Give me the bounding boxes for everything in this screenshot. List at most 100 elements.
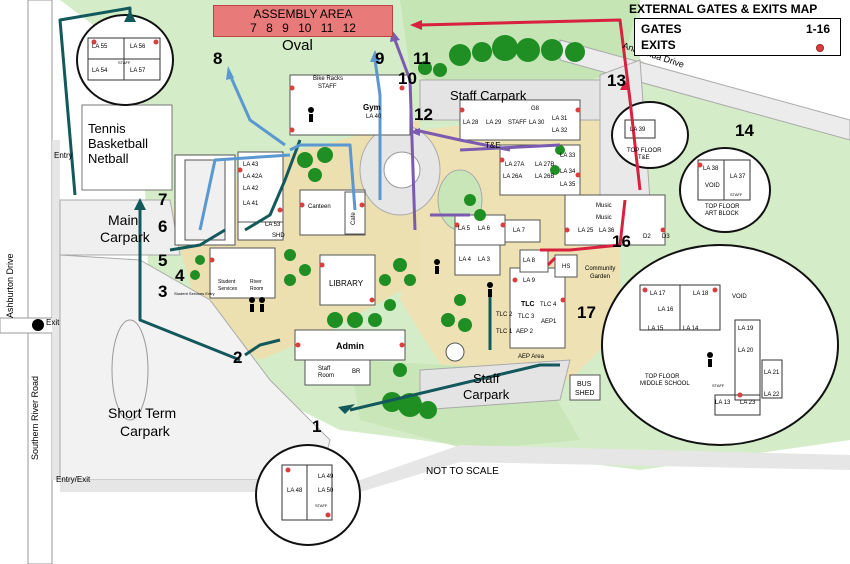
inset-la55: LA 55 — [92, 44, 108, 50]
inset-la17: LA 17 — [650, 291, 666, 297]
la40-label: LA 40 — [366, 114, 382, 120]
library-building — [319, 254, 376, 306]
inset-void-art: VOID — [705, 183, 720, 189]
la27b-label: LA 27B — [535, 162, 554, 168]
la6-label: LA 6 — [478, 226, 491, 232]
inset-top-floor-art — [679, 147, 771, 233]
inset-te-caption-1: TOP FLOOR — [627, 148, 662, 154]
staff-carpark-bottom-label-2: Carpark — [463, 387, 510, 402]
assembly-area: ASSEMBLY AREA 7 8 9 10 11 12 — [213, 5, 393, 37]
aep2-label: AEP 2 — [516, 329, 534, 335]
inset-bottom — [255, 444, 361, 546]
legend-table: GATES 1-16 EXITS — [634, 18, 841, 56]
la25-label: LA 25 — [578, 228, 594, 234]
gate-12: 12 — [414, 105, 433, 124]
br-label: BR — [352, 369, 361, 375]
gate-16: 16 — [612, 232, 631, 251]
inset-art-caption-1: TOP FLOOR — [705, 204, 740, 210]
inset-la57: LA 57 — [130, 68, 146, 74]
tlc2-label: TLC 2 — [496, 312, 513, 318]
tennis-label-2: Basketball — [88, 136, 148, 151]
la9-label: LA 9 — [523, 278, 536, 284]
gate-1: 1 — [312, 417, 321, 436]
tlc-building — [509, 267, 566, 349]
d2-label: D2 — [643, 234, 651, 240]
main-carpark-label-1: Main — [108, 212, 138, 228]
gate-7: 7 — [158, 190, 167, 209]
aep1-label: AEP1 — [541, 319, 557, 325]
inset-ms-caption-2: MIDDLE SCHOOL — [640, 381, 690, 387]
route-purple — [393, 39, 417, 231]
exit-label: Exit — [46, 318, 60, 327]
la42a-label: LA 42A — [243, 174, 262, 180]
inset-la16: LA 16 — [658, 307, 674, 313]
la27a-label: LA 27A — [505, 162, 524, 168]
student-services-label-1: Student — [218, 279, 236, 285]
la-41-43-block — [237, 151, 284, 223]
inset-la54: LA 54 — [92, 68, 108, 74]
route-blue — [228, 74, 286, 147]
inset-staff-art: STAFF — [730, 192, 743, 197]
staff-room-label-2: Room — [318, 373, 334, 379]
tennis-label-3: Netball — [88, 151, 129, 166]
tlc4-label: TLC 4 — [540, 302, 557, 308]
inset-la14: LA 14 — [683, 326, 699, 332]
la5-label: LA 5 — [458, 226, 471, 232]
student-services-building — [209, 247, 276, 299]
inset-la15: LA 15 — [648, 326, 664, 332]
inset-staff-tl: STAFF — [118, 60, 131, 65]
la33-label: LA 33 — [560, 153, 576, 159]
inset-staff-ms: STAFF — [712, 383, 725, 388]
inset-la23: LA 23 — [740, 400, 756, 406]
legend-gates-label: GATES — [641, 22, 682, 36]
student-services-entry-label: Student Services Entry — [174, 291, 215, 296]
ashburton-drive-label: Ashburton Drive — [5, 253, 15, 318]
legend-exits-label: EXITS — [641, 38, 676, 52]
toilet-markers — [249, 107, 713, 367]
southern-river-road-label: Southern River Road — [30, 376, 40, 460]
entry-exit-label: Entry/Exit — [56, 475, 91, 484]
gym-building — [289, 74, 411, 136]
music-label-1: Music — [596, 203, 612, 209]
inset-te-caption-2: T&E — [638, 155, 650, 161]
oval-label: Oval — [282, 37, 313, 54]
route-red — [419, 18, 642, 191]
gate-9: 9 — [375, 49, 384, 68]
music-art-block — [564, 194, 666, 246]
bike-racks-label: Bike Racks — [313, 76, 343, 82]
inset-la22: LA 22 — [764, 392, 780, 398]
river-room-label-1: River — [250, 279, 262, 285]
canteen-label: Canteen — [308, 204, 331, 210]
short-term-label-2: Carpark — [120, 423, 171, 439]
bus-shed-label-2: SHED — [575, 390, 594, 397]
route-teal-main — [138, 210, 241, 362]
legend-exit-dot-icon — [816, 44, 824, 52]
la28-label: LA 28 — [463, 120, 479, 126]
la43-label: LA 43 — [243, 162, 259, 168]
gate-14: 14 — [735, 121, 754, 140]
staff-room-label-1: Staff — [318, 366, 331, 372]
entry-label: Entry — [54, 151, 73, 160]
la7-label: LA 7 — [513, 228, 526, 234]
aep-area-label: AEP Area — [518, 354, 545, 360]
la36-label: LA 36 — [599, 228, 615, 234]
gate-5: 5 — [158, 251, 167, 270]
staff-carpark-label: Staff Carpark — [450, 88, 527, 103]
la30-label: LA 30 — [529, 120, 545, 126]
te-building — [459, 99, 581, 141]
gate-10: 10 — [398, 69, 417, 88]
exit-marker-icon — [32, 319, 44, 331]
d3-label: D3 — [662, 234, 670, 240]
inset-ms-caption-1: TOP FLOOR — [645, 374, 680, 380]
la3-label: LA 3 — [478, 257, 491, 263]
cafe-label: Cafe — [351, 212, 357, 225]
inset-staff-bottom: STAFF — [315, 503, 328, 508]
inset-la37: LA 37 — [730, 174, 746, 180]
trees — [190, 35, 585, 419]
gate-17: 17 — [577, 303, 596, 322]
la53-label: LA 53 — [265, 222, 281, 228]
la42-label: LA 42 — [243, 186, 259, 192]
main-carpark-lot — [59, 199, 181, 256]
la35-label: LA 35 — [560, 182, 576, 188]
